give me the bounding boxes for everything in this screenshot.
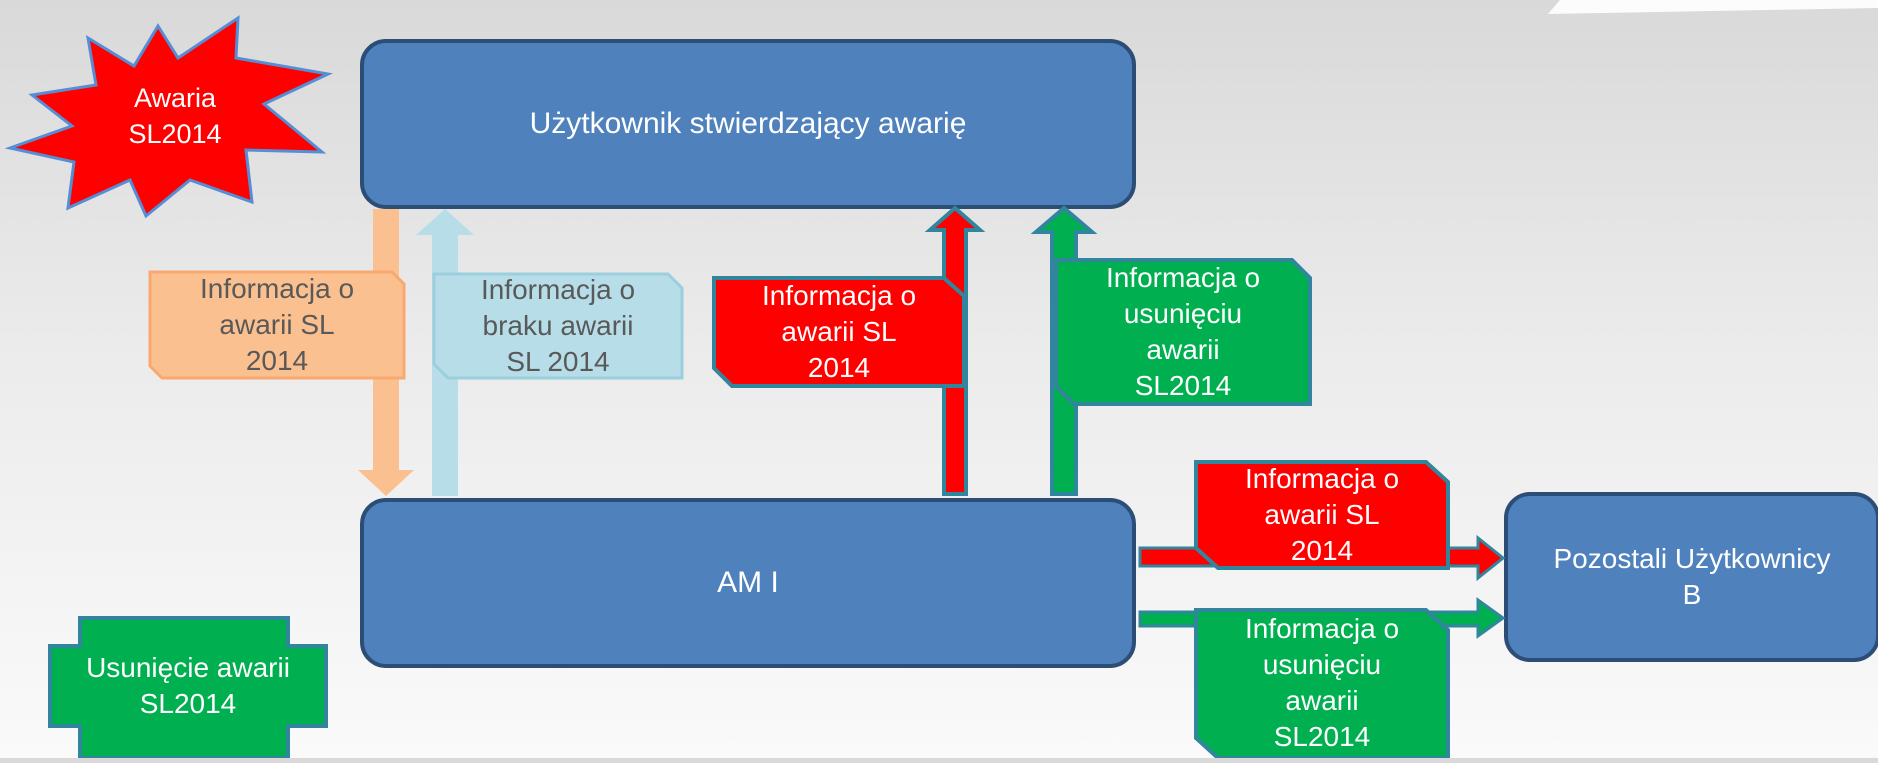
fix-plaque-shape — [48, 616, 328, 760]
red-note-up-shape — [712, 276, 966, 388]
green-note-right-shape — [1194, 608, 1450, 760]
ami-box — [360, 498, 1136, 668]
user-box — [360, 39, 1136, 209]
lightblue-note-shape — [432, 272, 684, 380]
corner-decoration — [1548, 0, 1878, 14]
failure-starburst — [4, 15, 333, 219]
orange-note-shape — [148, 270, 406, 380]
others-box — [1504, 492, 1878, 662]
red-note-right-shape — [1194, 460, 1450, 570]
green-note-up-shape — [1054, 258, 1312, 406]
